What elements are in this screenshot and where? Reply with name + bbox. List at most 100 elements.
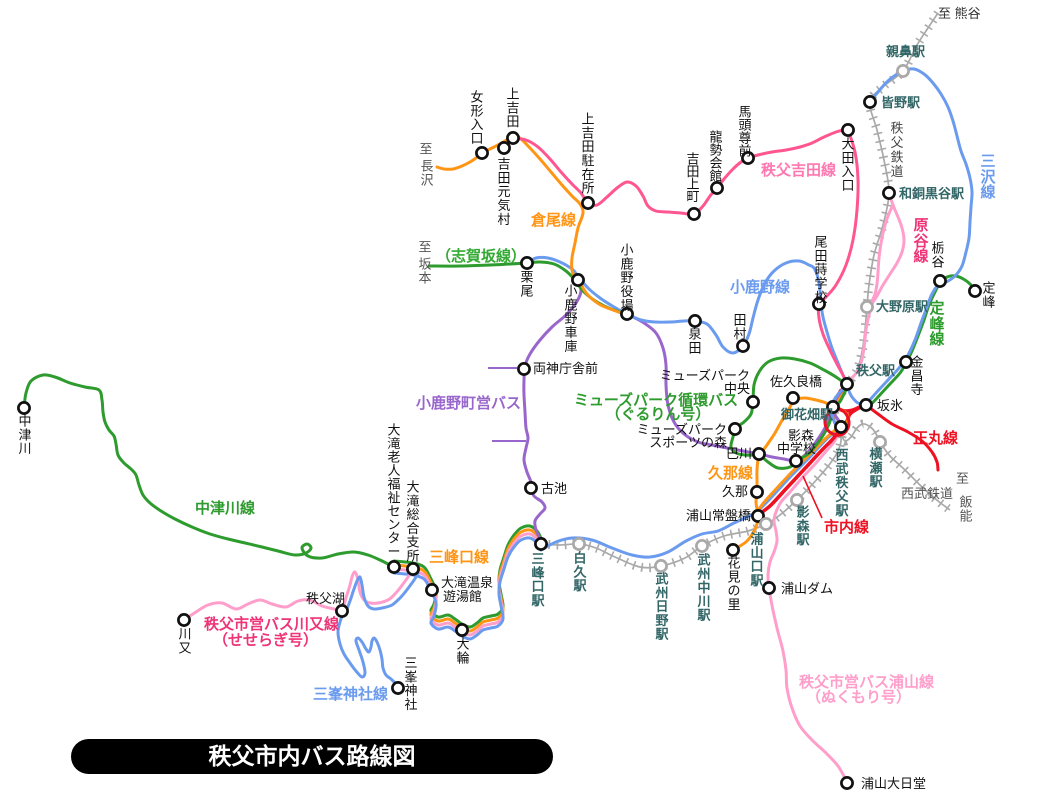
svg-text:州: 州 [654,585,668,600]
svg-text:至: 至 [418,240,431,255]
svg-text:大滝温泉: 大滝温泉 [441,575,493,590]
svg-text:又: 又 [178,640,191,655]
svg-text:村: 村 [733,326,746,341]
svg-text:線: 線 [980,183,995,201]
svg-text:大: 大 [387,423,400,438]
svg-text:気: 気 [497,198,510,213]
svg-text:武: 武 [655,572,668,587]
svg-text:長: 長 [420,159,433,174]
svg-text:能: 能 [959,508,972,523]
svg-text:役: 役 [620,284,633,299]
svg-text:ン: ン [387,517,400,532]
svg-text:小鹿野町営バス: 小鹿野町営バス [416,394,521,412]
svg-text:大: 大 [406,480,419,495]
svg-text:坂氷: 坂氷 [877,398,903,413]
svg-text:三峯神社線: 三峯神社線 [313,685,388,703]
svg-text:鹿: 鹿 [564,297,577,312]
svg-text:タ: タ [387,531,400,546]
svg-text:口: 口 [531,579,544,594]
svg-text:小鹿野線: 小鹿野線 [730,278,790,296]
svg-text:村: 村 [497,212,510,227]
svg-text:神: 神 [404,683,417,698]
svg-text:田: 田 [686,164,699,179]
svg-text:武: 武 [835,461,848,476]
svg-text:会: 会 [709,156,722,171]
svg-text:巴川: 巴川 [726,446,752,461]
svg-text:川: 川 [178,627,191,642]
svg-text:馬: 馬 [738,105,751,120]
svg-text:駅: 駅 [749,573,764,588]
svg-text:久那線: 久那線 [708,464,753,482]
svg-text:老: 老 [387,450,400,465]
svg-text:西武鉄道: 西武鉄道 [901,486,953,501]
svg-text:吉: 吉 [686,152,699,167]
svg-text:輪: 輪 [456,650,469,665]
svg-text:滝: 滝 [406,493,419,508]
svg-text:ミューズパーク: ミューズパーク [637,422,727,437]
svg-text:大: 大 [456,637,469,652]
svg-text:合: 合 [406,521,419,536]
svg-text:金: 金 [910,355,923,370]
svg-text:寺: 寺 [910,382,923,397]
svg-text:総: 総 [406,507,419,522]
svg-text:上: 上 [686,176,699,191]
svg-text:昌: 昌 [910,368,923,383]
svg-text:大野原駅: 大野原駅 [876,299,929,314]
svg-text:尾: 尾 [814,235,827,250]
svg-text:父: 父 [834,489,849,504]
svg-text:秩父市内バス路線図: 秩父市内バス路線図 [209,743,416,769]
svg-text:吉: 吉 [497,157,510,172]
svg-text:川: 川 [18,441,31,456]
svg-text:駅: 駅 [834,503,849,518]
svg-text:秩父吉田線: 秩父吉田線 [761,161,836,179]
svg-text:入: 入 [470,117,483,132]
svg-text:駅: 駅 [868,474,883,489]
svg-text:横: 横 [869,447,883,462]
svg-text:倉尾線: 倉尾線 [530,211,576,229]
svg-text:久那: 久那 [722,484,748,499]
svg-text:龍: 龍 [709,130,722,145]
svg-text:場: 場 [620,298,633,313]
svg-text:上: 上 [581,112,594,127]
svg-text:三峰口線: 三峰口線 [429,548,489,566]
svg-text:泉: 泉 [688,327,701,342]
svg-text:勢: 勢 [709,143,722,158]
svg-text:女: 女 [470,90,483,105]
svg-text:三: 三 [980,153,995,170]
svg-text:佐久良橋: 佐久良橋 [770,374,822,389]
svg-text:津: 津 [18,427,31,442]
svg-text:の: の [727,583,740,598]
svg-text:駅: 駅 [530,593,545,608]
svg-text:在: 在 [581,167,594,182]
svg-text:尊: 尊 [738,131,751,146]
svg-text:三: 三 [531,552,544,567]
svg-text:定: 定 [929,299,944,317]
svg-text:田: 田 [814,248,827,263]
svg-text:所: 所 [406,549,419,564]
svg-text:栃: 栃 [931,241,944,256]
svg-text:栗: 栗 [520,270,533,285]
svg-text:遊湯館: 遊湯館 [443,589,482,604]
svg-text:野: 野 [655,613,668,628]
svg-text:吉: 吉 [506,100,519,115]
svg-text:影森: 影森 [788,428,814,443]
svg-text:原: 原 [913,217,928,234]
svg-text:本: 本 [418,270,431,285]
svg-text:沢: 沢 [420,172,433,187]
svg-text:浦山大日堂: 浦山大日堂 [861,776,926,791]
svg-text:州: 州 [696,566,710,581]
svg-text:上: 上 [506,87,519,102]
svg-text:秩父駅: 秩父駅 [856,363,896,378]
svg-text:定: 定 [982,281,995,296]
svg-text:頭: 頭 [738,118,751,133]
svg-text:山: 山 [750,545,763,560]
svg-text:吉: 吉 [581,125,594,140]
svg-text:支: 支 [406,535,419,550]
svg-text:花: 花 [727,556,740,571]
svg-text:（せせらぎ号）: （せせらぎ号） [213,631,318,649]
svg-text:田: 田 [688,340,701,355]
svg-text:川: 川 [696,594,710,609]
svg-text:皆野駅: 皆野駅 [881,95,921,110]
svg-text:至: 至 [419,142,432,157]
svg-text:人: 人 [387,463,400,478]
